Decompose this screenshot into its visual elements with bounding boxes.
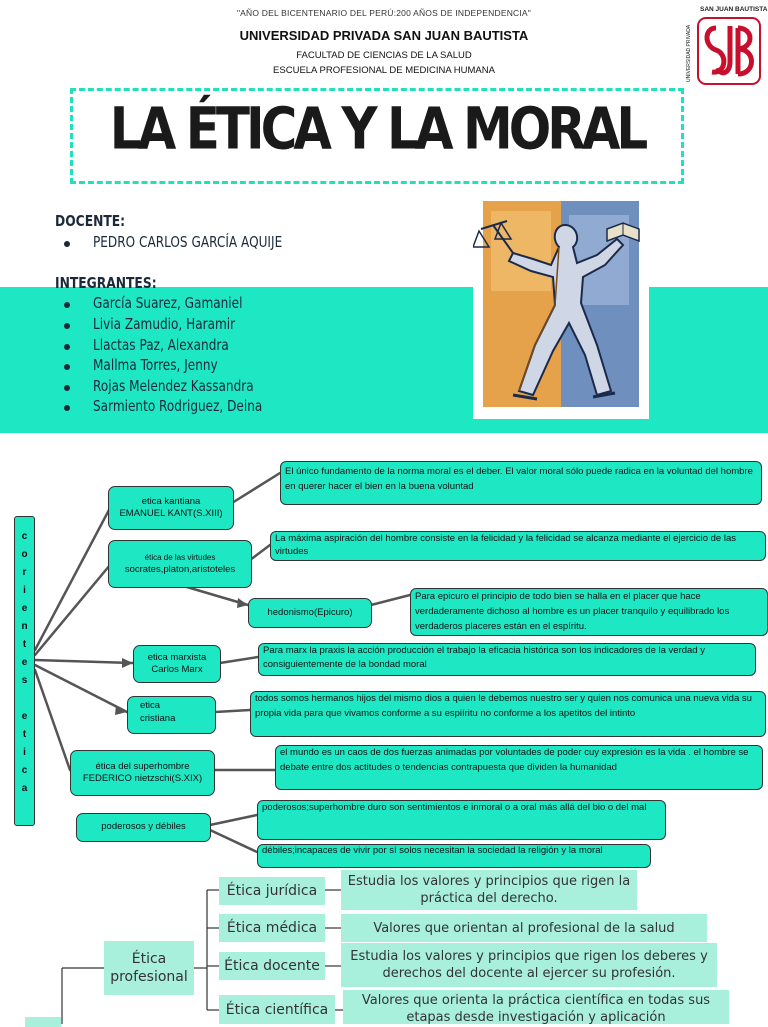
node-subtitle: cristiana: [140, 712, 176, 724]
university-name: UNIVERSIDAD PRIVADA SAN JUAN BAUTISTA: [239, 28, 529, 43]
node-etica-superhombre: ética del superhombre FEDERICO nietzschi…: [70, 750, 215, 796]
docente-name: PEDRO CARLOS GARCÍA AQUIJE: [93, 233, 283, 251]
member-name: Livia Zamudio, Haramir: [93, 315, 236, 333]
node-title: ética de las virtudes: [144, 552, 216, 562]
bullet-icon: [64, 364, 70, 370]
docente-label: DOCENTE:: [55, 212, 126, 230]
root-letter: t: [22, 639, 27, 650]
bullet-icon: [64, 344, 70, 350]
node-title: ética del superhombre: [95, 760, 190, 772]
member-name: García Suarez, Gamaniel: [93, 294, 243, 312]
node-title: poderosos y débiles: [101, 821, 186, 833]
branch-desc-cientifica: Valores que orienta la práctica científi…: [343, 990, 729, 1025]
bullet-icon: [64, 302, 70, 308]
node-etica-profesional: Ética profesional: [104, 941, 194, 995]
branch-desc-docente: Estudia los valores y principios que rig…: [341, 943, 717, 987]
root-letter: s: [21, 675, 28, 686]
node-title: hedonismo(Epicuro): [267, 606, 353, 618]
node-title: etica: [140, 700, 161, 711]
node-hedonismo: hedonismo(Epicuro): [248, 598, 372, 628]
member-name: Rojas Melendez Kassandra: [93, 377, 254, 395]
branch-etica-cientifica: Ética científica: [219, 995, 335, 1024]
root-letter: e: [21, 711, 28, 722]
node-subtitle: FEDERICO nietzschi(S.XIX): [82, 773, 203, 784]
root-letter: o: [21, 549, 28, 560]
tree-root-stub: [25, 1017, 61, 1027]
node-subtitle: socrates,platon,aristoteles: [124, 564, 236, 575]
university-logo: [697, 17, 761, 85]
desc-virtudes: La máxima aspiración del hombre consiste…: [270, 531, 766, 561]
desc-hedonismo: Para epicuro el principio de todo bien s…: [410, 588, 768, 636]
root-letter: c: [21, 531, 28, 542]
bullet-icon: [64, 323, 70, 329]
node-etica-cristiana: etica cristiana: [127, 696, 216, 734]
balance-figure-icon: [471, 201, 640, 407]
node-title: etica kantiana: [141, 495, 201, 507]
root-letter: e: [21, 657, 28, 668]
node-title: etica marxista: [147, 651, 207, 663]
node-etica-virtudes: ética de las virtudes socrates,platon,ar…: [108, 540, 252, 588]
node-etica-kantiana: etica kantiana EMANUEL KANT(S.XIII): [108, 486, 234, 530]
node-title: Ética: [131, 951, 167, 967]
title-frame: [70, 88, 684, 184]
root-letter: t: [22, 729, 27, 740]
desc-poderosos: poderosos;superhombre duro son sentimien…: [257, 800, 666, 840]
ethics-moral-illustration: [471, 195, 649, 419]
branch-etica-docente: Ética docente: [219, 952, 325, 980]
branch-etica-medica: Ética médica: [219, 914, 325, 942]
desc-marxista: Para marx la praxis la acción producción…: [258, 643, 756, 676]
root-letter: n: [21, 621, 28, 632]
node-poderosos-debiles: poderosos y débiles: [76, 813, 211, 842]
node-subtitle: EMANUEL KANT(S.XIII): [119, 508, 223, 519]
node-title: profesional: [110, 969, 188, 985]
member-name: Llactas Paz, Alexandra: [93, 336, 229, 354]
branch-desc-juridica: Estudia los valores y principios que rig…: [341, 870, 637, 910]
desc-superhombre: el mundo es un caos de dos fuerzas anima…: [275, 745, 763, 790]
root-letter: r: [22, 567, 27, 578]
page-title: LA ÉTICA Y LA MORAL: [109, 95, 649, 163]
faculty-name: FACULTAD DE CIENCIAS DE LA SALUD: [296, 50, 472, 61]
node-subtitle: Carlos Marx: [151, 664, 203, 675]
member-name: Mallma Torres, Jenny: [93, 356, 218, 374]
integrantes-label: INTEGRANTES:: [55, 274, 157, 292]
logo-top-text: SAN JUAN BAUTISTA: [700, 6, 768, 13]
desc-cristiana: todos somos hermanos hijos del mismo dio…: [250, 691, 766, 737]
root-letter: i: [23, 747, 26, 758]
branch-desc-medica: Valores que orientan al profesional de l…: [341, 914, 707, 942]
root-letter: e: [21, 603, 28, 614]
branch-etica-juridica: Ética jurídica: [219, 877, 325, 905]
root-letter: c: [21, 765, 28, 776]
desc-kantiana: El único fundamento de la norma moral es…: [280, 461, 762, 505]
motto-text: "AÑO DEL BICENTENARIO DEL PERÚ:200 AÑOS …: [236, 8, 532, 18]
member-name: Sarmiento Rodriguez, Deina: [93, 397, 263, 415]
corrientes-eticas-bar: [14, 516, 35, 826]
bullet-icon: [64, 241, 70, 247]
desc-debiles: débiles;incapaces de vivir por sí solos …: [257, 844, 651, 868]
root-letter: i: [23, 585, 26, 596]
root-letter: a: [21, 783, 28, 794]
school-name: ESCUELA PROFESIONAL DE MEDICINA HUMANA: [273, 65, 495, 76]
node-etica-marxista: etica marxista Carlos Marx: [133, 645, 221, 683]
bullet-icon: [64, 405, 70, 411]
bullet-icon: [64, 385, 70, 391]
